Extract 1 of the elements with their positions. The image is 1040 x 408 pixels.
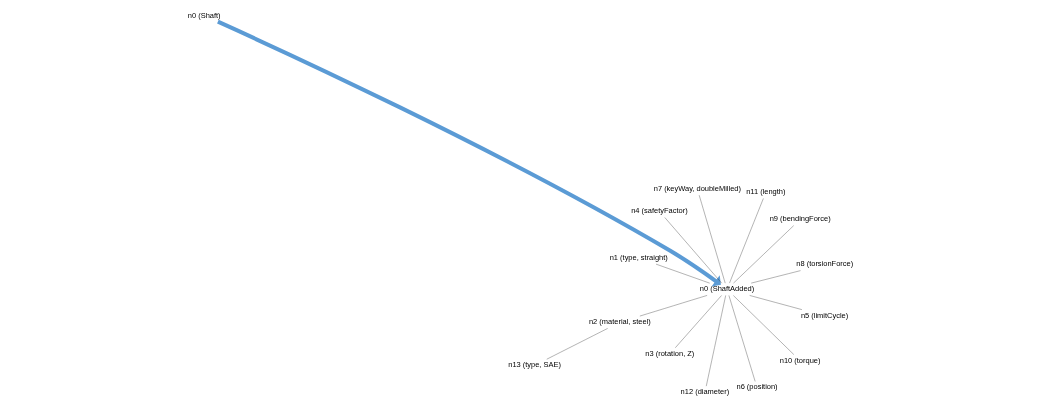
arrow (216, 19, 721, 287)
